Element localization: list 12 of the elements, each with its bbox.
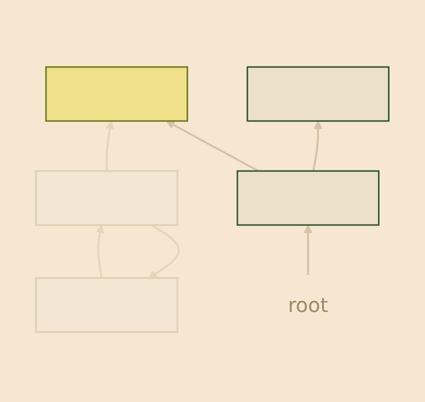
- arrow: [96, 224, 104, 278]
- arrow: [106, 120, 114, 171]
- node-box: [45, 66, 188, 122]
- arrow: [304, 224, 313, 275]
- node-box: [35, 277, 178, 333]
- node-box: [35, 170, 178, 226]
- node-box: [246, 66, 390, 122]
- node-box: [236, 170, 380, 226]
- arrow: [148, 224, 180, 278]
- node-text: root: [288, 293, 328, 317]
- arrow: [312, 120, 323, 172]
- arrow: [166, 120, 259, 172]
